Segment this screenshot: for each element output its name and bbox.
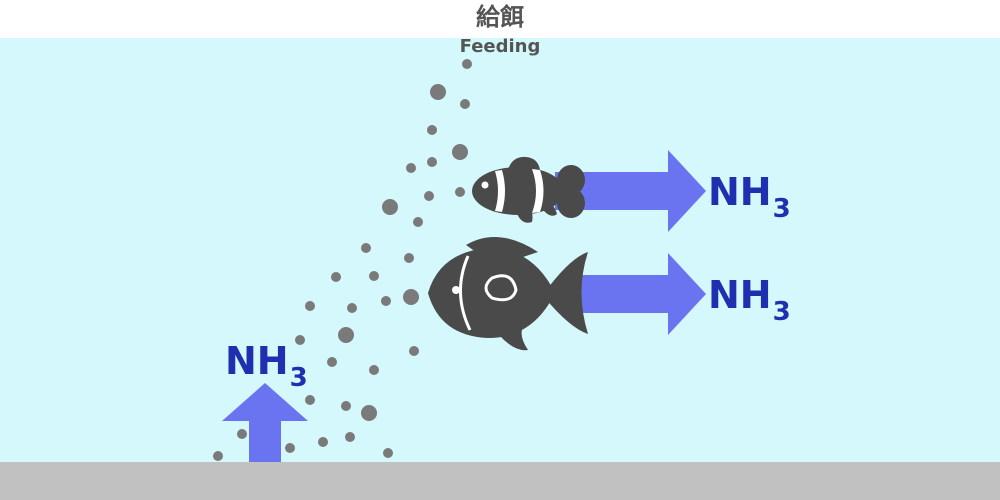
feed-pellet-icon xyxy=(305,395,315,405)
feed-pellet-icon xyxy=(427,125,437,135)
feeding-title-japanese: 給餌 xyxy=(476,3,524,31)
feed-pellet-icon xyxy=(382,199,398,215)
feeding-title-english: Feeding xyxy=(459,36,541,57)
nh3-label-clownfish: NH3 xyxy=(708,170,791,224)
feed-pellet-icon xyxy=(462,59,472,69)
ground-substrate xyxy=(0,462,1000,500)
nh3-formula-main: NH xyxy=(708,170,772,214)
nh3-arrow-right-top xyxy=(555,150,706,232)
feed-pellet-icon xyxy=(427,157,437,167)
feed-pellet-icon xyxy=(452,144,468,160)
nh3-label-ground: NH3 xyxy=(225,339,308,393)
feed-pellet-icon xyxy=(331,272,341,282)
feed-pellet-icon xyxy=(338,327,354,343)
feed-pellet-icon xyxy=(361,405,377,421)
fish-icon xyxy=(428,236,588,351)
nh3-formula-subscript: 3 xyxy=(289,363,308,393)
feed-pellet-icon xyxy=(345,432,355,442)
feed-pellet-icon xyxy=(409,346,419,356)
nh3-formula-main: NH xyxy=(708,273,772,317)
feed-pellet-icon xyxy=(305,301,315,311)
feed-pellet-icon xyxy=(347,303,357,313)
nh3-arrow-right-bottom xyxy=(575,253,706,335)
feed-pellet-icon xyxy=(460,99,470,109)
nh3-label-bigfish: NH3 xyxy=(708,273,791,327)
feed-pellets xyxy=(213,59,472,461)
feed-pellet-icon xyxy=(285,443,295,453)
feed-pellet-icon xyxy=(424,191,434,201)
clownfish-icon xyxy=(472,156,585,223)
feed-pellet-icon xyxy=(381,296,391,306)
nh3-formula-subscript: 3 xyxy=(772,194,791,224)
nh3-arrow-up xyxy=(222,383,308,462)
feed-pellet-icon xyxy=(237,429,247,439)
feed-pellet-icon xyxy=(318,437,328,447)
feed-pellet-icon xyxy=(383,448,393,458)
feed-pellet-icon xyxy=(341,401,351,411)
feed-pellet-icon xyxy=(327,357,337,367)
feed-pellet-icon xyxy=(406,163,416,173)
feed-pellet-icon xyxy=(413,217,423,227)
feed-pellet-icon xyxy=(369,271,379,281)
nh3-formula-subscript: 3 xyxy=(772,297,791,327)
feed-pellet-icon xyxy=(361,243,371,253)
feed-pellet-icon xyxy=(369,365,379,375)
feed-pellet-icon xyxy=(430,84,446,100)
feed-pellet-icon xyxy=(404,253,414,263)
feed-pellet-icon xyxy=(295,335,305,345)
feed-pellet-icon xyxy=(213,451,223,461)
feed-pellet-icon xyxy=(403,289,419,305)
feed-pellet-icon xyxy=(455,187,465,197)
nh3-formula-main: NH xyxy=(225,339,289,383)
